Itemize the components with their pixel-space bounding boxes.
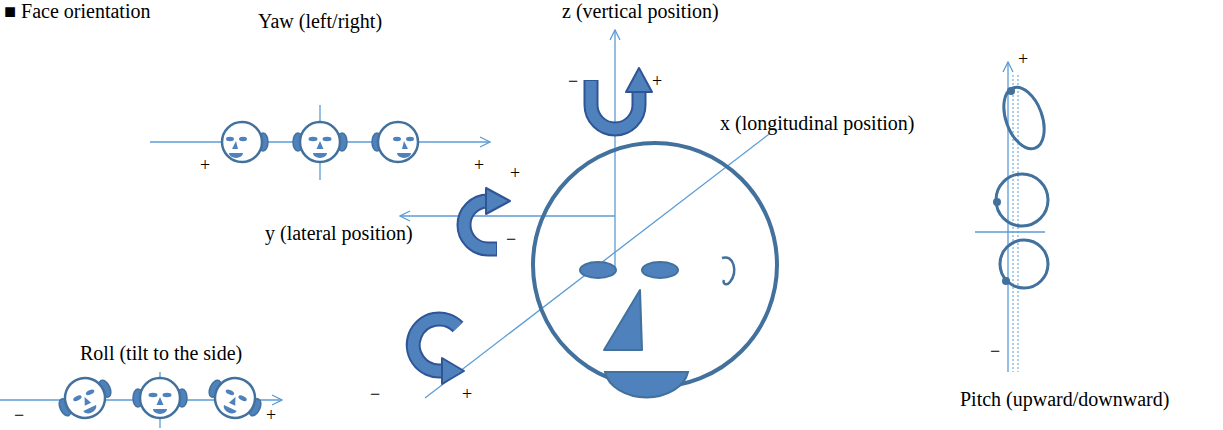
sign-mark: − — [14, 406, 24, 426]
axis-label: x (longitudinal position) — [718, 112, 916, 134]
sign-mark: + — [1018, 50, 1028, 70]
sign-mark: + — [200, 156, 210, 176]
axis-label: z (vertical position) — [560, 0, 721, 22]
face-illustration — [533, 143, 777, 397]
face-icon — [293, 122, 347, 162]
sign-mark: − — [370, 385, 380, 405]
rotation-arrow — [413, 319, 464, 384]
x-axis — [425, 118, 790, 398]
diagram-title: ■ Face orientation — [4, 0, 150, 22]
yaw-illustration — [150, 105, 490, 180]
sign-mark: + — [462, 385, 472, 405]
roll-illustration — [0, 368, 282, 428]
axis-label: Pitch (upward/downward) — [960, 388, 1169, 410]
sign-mark: − — [990, 342, 1000, 362]
sign-mark: + — [474, 156, 484, 176]
pitch-illustration — [975, 62, 1052, 372]
sign-mark: + — [510, 164, 520, 184]
axis-label: Roll (tilt to the side) — [80, 342, 242, 364]
sign-mark: − — [568, 72, 578, 92]
rotation-arrow — [591, 68, 652, 129]
y-axis — [400, 215, 615, 216]
sign-mark: + — [652, 72, 662, 92]
axis-label: Yaw (left/right) — [258, 10, 382, 32]
face-icon — [222, 122, 268, 162]
face-icon — [372, 122, 418, 162]
axis-label: y (lateral position) — [265, 222, 413, 244]
sign-mark: − — [506, 230, 516, 250]
sign-mark: + — [266, 406, 276, 426]
rotation-arrow — [464, 188, 510, 249]
